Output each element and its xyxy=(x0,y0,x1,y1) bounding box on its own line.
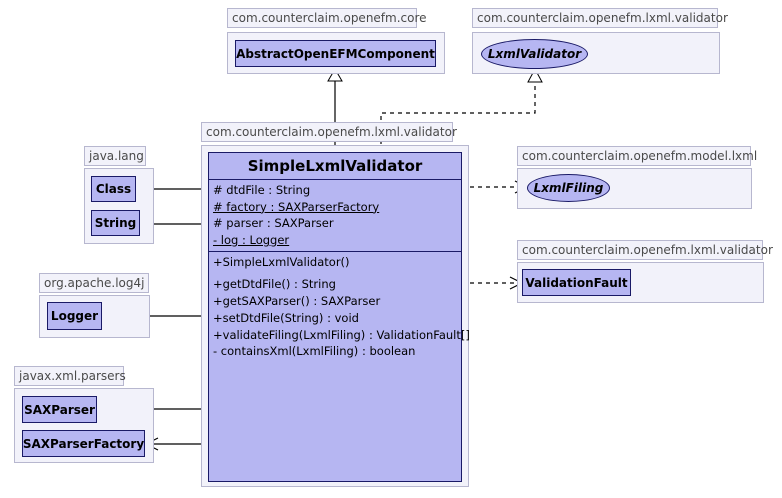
operations-section: +getDtdFile() : String +getSAXParser() :… xyxy=(209,270,470,361)
constructor-simple-lxml-validator: +SimpleLxmlValidator() xyxy=(213,254,350,269)
class-sax-parser-factory[interactable]: SAXParserFactory xyxy=(22,430,145,457)
package-tab-log4j: org.apache.log4j xyxy=(39,273,149,293)
attribute-dtdfile: # dtdFile : String xyxy=(213,183,311,197)
package-tab-java-lang: java.lang xyxy=(84,146,146,166)
dependency-edge-validationfault xyxy=(462,276,524,290)
operation-get-dtd-file: +getDtdFile() : String xyxy=(213,277,336,292)
package-tab-lxml-validator-main: com.counterclaim.openefm.lxml.validator xyxy=(201,122,457,142)
interface-lxml-validator[interactable]: LxmlValidator xyxy=(481,39,588,69)
class-logger[interactable]: Logger xyxy=(47,302,102,330)
attributes-section: # dtdFile : String # factory : SAXParser… xyxy=(209,180,461,252)
class-validation-fault[interactable]: ValidationFault xyxy=(522,269,631,296)
interface-lxml-filing[interactable]: LxmlFiling xyxy=(527,174,610,202)
class-simple-lxml-validator[interactable]: SimpleLxmlValidator # dtdFile : String #… xyxy=(208,152,470,482)
class-class[interactable]: Class xyxy=(91,176,136,202)
operation-validate-filing: +validateFiling(LxmlFiling) : Validation… xyxy=(213,327,470,342)
operation-set-dtd-file: +setDtdFile(String) : void xyxy=(213,310,359,325)
class-name: SimpleLxmlValidator xyxy=(209,153,461,180)
operation-contains-xml: - containsXml(LxmlFiling) : boolean xyxy=(213,344,416,359)
package-tab-model-lxml: com.counterclaim.openefm.model.lxml xyxy=(517,146,757,166)
package-body-lxml-validator-right xyxy=(517,262,764,303)
attribute-log: - log : Logger xyxy=(213,233,290,248)
class-sax-parser[interactable]: SAXParser xyxy=(22,396,97,423)
package-tab-core: com.counterclaim.openefm.core xyxy=(227,8,427,28)
constructors-section: +SimpleLxmlValidator() xyxy=(209,252,461,271)
attribute-parser: # parser : SAXParser xyxy=(213,216,334,231)
class-abstract-openefm-component[interactable]: AbstractOpenEFMComponent xyxy=(235,40,436,67)
operation-get-sax-parser: +getSAXParser() : SAXParser xyxy=(213,294,381,309)
package-tab-lxml-validator-right: com.counterclaim.openefm.lxml.validator xyxy=(517,240,773,260)
package-tab-xml-parsers: javax.xml.parsers xyxy=(14,366,126,386)
dependency-edge-saxparserfactory xyxy=(144,437,208,451)
class-string[interactable]: String xyxy=(91,210,140,236)
attribute-factory: # factory : SAXParserFactory xyxy=(213,199,380,214)
package-tab-lxml-validator-top: com.counterclaim.openefm.lxml.validator xyxy=(472,8,728,28)
